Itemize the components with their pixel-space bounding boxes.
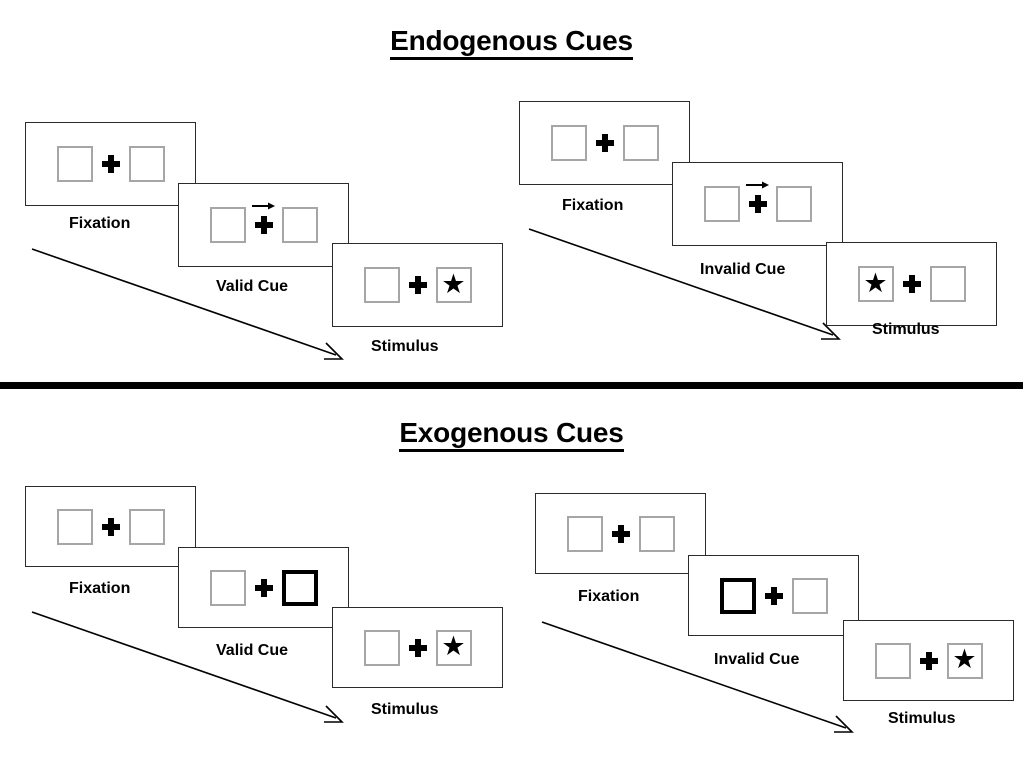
frame-exogenous-invalid-fixation — [535, 493, 706, 574]
fixation-cross-icon — [408, 638, 427, 657]
left-target-box — [566, 515, 603, 552]
frame-endogenous-valid-fixation — [25, 122, 196, 206]
frame-content — [719, 577, 828, 614]
right-target-box: ★ — [435, 267, 472, 303]
left-target-box — [874, 642, 911, 679]
frame-label-exogenous-invalid-stimulus: Stimulus — [888, 710, 956, 727]
sequence-arrow-exogenous-invalid — [541, 621, 854, 733]
frame-endogenous-valid-cue — [178, 183, 349, 267]
frame-endogenous-invalid-stimulus: ★ — [826, 242, 997, 326]
frame-label-endogenous-invalid-cue: Invalid Cue — [700, 261, 786, 278]
sequence-arrow-endogenous-invalid — [528, 228, 841, 340]
frame-content — [566, 515, 675, 552]
left-target-box — [56, 146, 93, 182]
frame-exogenous-invalid-cue — [688, 555, 859, 636]
section-title-exogenous-text: Exogenous Cues — [399, 417, 624, 452]
section-title-endogenous-text: Endogenous Cues — [390, 25, 633, 60]
right-target-box — [128, 146, 165, 182]
frame-label-endogenous-valid-cue: Valid Cue — [216, 278, 289, 295]
frame-label-endogenous-valid-fixation: Fixation — [69, 215, 131, 232]
frame-content: ★ — [363, 267, 472, 303]
right-target-box: ★ — [946, 642, 983, 679]
frame-endogenous-invalid-cue — [672, 162, 843, 246]
frame-exogenous-valid-fixation — [25, 486, 196, 567]
frame-content: ★ — [363, 629, 472, 666]
right-target-box — [281, 207, 318, 243]
fixation-cross-icon — [919, 651, 938, 670]
fixation-cross-icon — [902, 275, 921, 293]
fixation-cross-icon — [611, 524, 630, 543]
right-target-box — [128, 508, 165, 545]
left-target-box — [703, 186, 740, 222]
right-target-box — [638, 515, 675, 552]
star-icon: ★ — [863, 267, 888, 298]
frame-exogenous-valid-stimulus: ★ — [332, 607, 503, 688]
left-target-box — [363, 629, 400, 666]
frame-label-exogenous-valid-fixation: Fixation — [69, 580, 131, 597]
right-target-box — [929, 266, 966, 302]
fixation-cross-icon — [254, 578, 273, 597]
arrow-right-icon — [745, 181, 769, 189]
left-target-box — [56, 508, 93, 545]
frame-content — [550, 125, 659, 161]
frame-content — [209, 202, 318, 243]
left-target-box — [550, 125, 587, 161]
frame-exogenous-valid-cue — [178, 547, 349, 628]
sequence-arrow-endogenous-valid — [31, 248, 344, 360]
frame-content — [209, 569, 318, 606]
frame-content — [703, 181, 812, 222]
right-target-box-cued — [281, 569, 318, 606]
left-target-box — [363, 267, 400, 303]
sequence-arrow-exogenous-valid — [31, 611, 344, 723]
frame-endogenous-invalid-fixation — [519, 101, 690, 185]
left-target-box-cued — [719, 577, 756, 614]
fixation-cross-icon — [764, 586, 783, 605]
star-icon: ★ — [952, 644, 977, 674]
fixation-cross-icon — [101, 155, 120, 173]
frame-exogenous-invalid-stimulus: ★ — [843, 620, 1014, 701]
frame-label-endogenous-valid-stimulus: Stimulus — [371, 338, 439, 355]
frame-label-exogenous-invalid-fixation: Fixation — [578, 588, 640, 605]
frame-content: ★ — [857, 266, 966, 302]
left-target-box — [209, 207, 246, 243]
fixation-cross-icon — [745, 181, 769, 213]
frame-label-exogenous-invalid-cue: Invalid Cue — [714, 651, 800, 668]
section-title-exogenous: Exogenous Cues — [0, 417, 1023, 452]
right-target-box — [622, 125, 659, 161]
section-divider — [0, 382, 1023, 389]
frame-label-exogenous-valid-stimulus: Stimulus — [371, 701, 439, 718]
star-icon: ★ — [441, 268, 466, 299]
fixation-cross-icon — [101, 517, 120, 536]
fixation-cross-icon — [595, 134, 614, 152]
right-target-box: ★ — [435, 629, 472, 666]
left-target-box — [209, 569, 246, 606]
fixation-cross-icon — [251, 202, 275, 234]
arrow-right-icon — [251, 202, 275, 210]
frame-label-endogenous-invalid-stimulus: Stimulus — [872, 321, 940, 338]
frame-content — [56, 508, 165, 545]
right-target-box — [775, 186, 812, 222]
section-title-endogenous: Endogenous Cues — [0, 25, 1023, 60]
star-icon: ★ — [441, 631, 466, 661]
frame-content — [56, 146, 165, 182]
frame-content: ★ — [874, 642, 983, 679]
fixation-cross-icon — [408, 276, 427, 294]
frame-endogenous-valid-stimulus: ★ — [332, 243, 503, 327]
frame-label-exogenous-valid-cue: Valid Cue — [216, 642, 289, 659]
right-target-box — [791, 577, 828, 614]
frame-label-endogenous-invalid-fixation: Fixation — [562, 197, 624, 214]
left-target-box: ★ — [857, 266, 894, 302]
